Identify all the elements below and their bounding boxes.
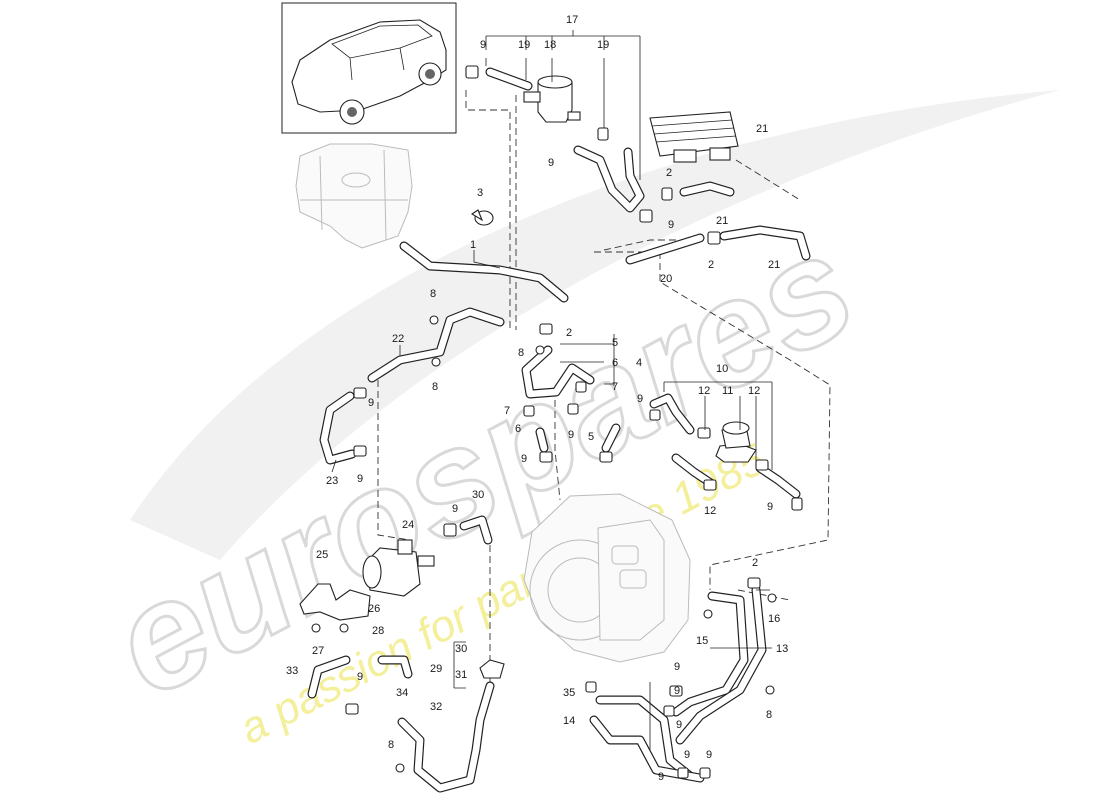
coolant-pump-24: [362, 539, 435, 597]
callout-23: 23: [326, 475, 338, 487]
callout-9: 9: [357, 671, 363, 683]
valve-11: [715, 421, 757, 463]
callout-15: 15: [696, 635, 708, 647]
connector-clips: [345, 65, 803, 779]
callout-34: 34: [396, 687, 408, 699]
callout-27: 27: [312, 645, 324, 657]
callout-22: 22: [392, 333, 404, 345]
callout-30: 30: [455, 643, 467, 655]
watermark-swoosh: [130, 90, 1060, 560]
coolant-reservoir-ghost: [295, 143, 413, 249]
bracket-25-26: [299, 583, 371, 621]
callout-9: 9: [452, 503, 458, 515]
car-windows: [331, 24, 433, 81]
oil-cooler-21: [649, 111, 739, 163]
leader-lines: [331, 30, 773, 750]
callout-9: 9: [674, 685, 680, 697]
callout-18: 18: [544, 39, 556, 51]
callout-11: 11: [722, 385, 733, 397]
components: [299, 65, 803, 779]
callout-28: 28: [372, 625, 384, 637]
callout-21: 21: [716, 215, 728, 227]
hoses: [307, 67, 811, 793]
transmission-housing-ghost: [523, 493, 691, 663]
callout-9: 9: [521, 453, 527, 465]
callout-6: 6: [612, 357, 618, 369]
callout-31: 31: [455, 669, 467, 681]
callout-7: 7: [504, 405, 510, 417]
callout-9: 9: [676, 719, 682, 731]
callout-12: 12: [704, 505, 716, 517]
callout-9: 9: [674, 661, 680, 673]
callout-2: 2: [708, 259, 714, 271]
callout-21: 21: [756, 123, 768, 135]
car-wheel-rear-hub: [425, 69, 435, 79]
callout-5: 5: [612, 337, 618, 349]
callout-8: 8: [432, 381, 438, 393]
callout-14: 14: [563, 715, 575, 727]
callout-17: 17: [566, 14, 578, 26]
callout-8: 8: [518, 347, 524, 359]
bleed-valve-18: [523, 75, 581, 123]
callout-3: 3: [477, 187, 483, 199]
callout-26: 26: [368, 603, 380, 615]
callout-9: 9: [568, 429, 574, 441]
callout-21: 21: [768, 259, 780, 271]
car-outline-icon: [291, 19, 447, 113]
callout-6: 6: [515, 423, 521, 435]
callout-9: 9: [548, 157, 554, 169]
callout-9: 9: [684, 749, 690, 761]
callout-9: 9: [637, 393, 643, 405]
callout-2: 2: [566, 327, 572, 339]
callout-7: 7: [612, 381, 618, 393]
callout-12: 12: [698, 385, 710, 397]
callout-16: 16: [768, 613, 780, 625]
callouts: 17 9 19 18 19 21 9 2 3 9 21 1 2 20 21 8 …: [286, 14, 788, 783]
callout-19: 19: [597, 39, 609, 51]
callout-2: 2: [752, 557, 758, 569]
bolts: [311, 315, 777, 773]
callout-29: 29: [430, 663, 442, 675]
callout-32: 32: [430, 701, 442, 713]
callout-9: 9: [368, 397, 374, 409]
dashed-guides: [377, 90, 831, 690]
callout-13: 13: [776, 643, 788, 655]
vehicle-thumbnail: [281, 2, 457, 134]
callout-9: 9: [767, 501, 773, 513]
car-wheel-front-hub: [347, 107, 357, 117]
callout-35: 35: [563, 687, 575, 699]
callout-8: 8: [388, 739, 394, 751]
connector-31: [479, 659, 505, 679]
callout-8: 8: [766, 709, 772, 721]
callout-33: 33: [286, 665, 298, 677]
callout-1: 1: [470, 239, 476, 251]
callout-19: 19: [518, 39, 530, 51]
callout-30: 30: [472, 489, 484, 501]
watermark: eurospares a passion for parts since 198…: [85, 90, 1060, 754]
clamp-3: [470, 209, 494, 226]
callout-9: 9: [357, 473, 363, 485]
callout-8: 8: [430, 288, 436, 300]
callout-9: 9: [658, 771, 664, 783]
callout-9: 9: [668, 219, 674, 231]
callout-20: 20: [660, 273, 672, 285]
callout-25: 25: [316, 549, 328, 561]
callout-2: 2: [666, 167, 672, 179]
callout-4: 4: [636, 357, 642, 369]
hose-13-b: [675, 585, 767, 745]
callout-12: 12: [748, 385, 760, 397]
callout-9: 9: [480, 39, 486, 51]
callout-5: 5: [588, 431, 594, 443]
callout-10: 10: [716, 363, 728, 375]
callout-24: 24: [402, 519, 414, 531]
callout-9: 9: [706, 749, 712, 761]
